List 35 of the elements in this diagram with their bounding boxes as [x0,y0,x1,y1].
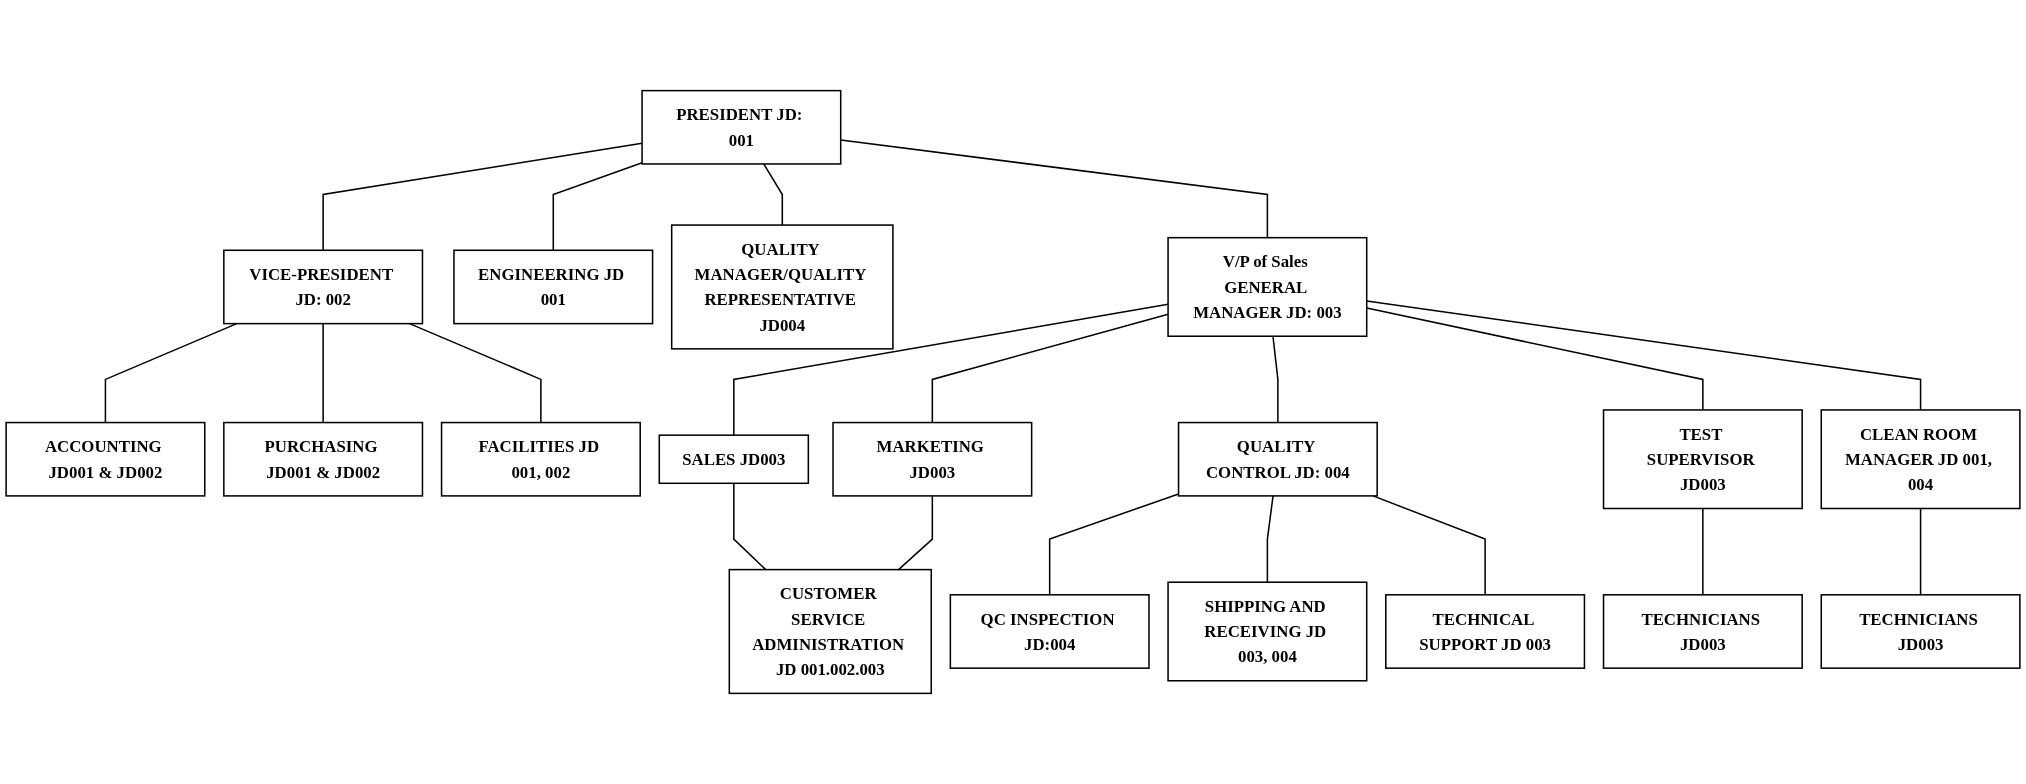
node-box: VICE-PRESIDENT JD: 002 [223,249,424,325]
node-box: ENGINEERING JD 001 [453,249,654,325]
connector [552,162,643,252]
node-box: SALES JD003 [658,434,810,485]
connector [762,163,784,226]
connector [1048,493,1180,596]
node-box: TECHNICIANS JD003 [1820,594,2021,669]
node-box: TEST SUPERVISOR JD003 [1602,409,1803,510]
node-box: ACCOUNTING JD001 & JD002 [5,421,206,497]
connector [322,322,324,424]
node-box: PRESIDENT JD: 001 [641,89,842,165]
node-box: TECHNICIANS JD003 [1602,594,1803,669]
node-box: MARKETING JD003 [832,421,1033,497]
node-box: CUSTOMER SERVICE ADMINISTRATION JD 001.002.003 [728,568,932,695]
connector [408,322,542,424]
connector [1272,335,1279,424]
connector [1266,495,1274,583]
node-box: QC INSPECTION JD:004 [949,594,1150,669]
node-box: QUALITY CONTROL JD: 004 [1177,421,1378,497]
connector [104,322,238,424]
node-box: PURCHASING JD001 & JD002 [223,421,424,497]
connector [733,482,767,571]
connector [1372,495,1486,596]
connector [1919,507,1922,596]
node-box: SHIPPING AND RECEIVING JD 003, 004 [1167,581,1368,682]
node-box: V/P of Sales GENERAL MANAGER JD: 003 [1167,236,1368,337]
node-box: TECHNICAL SUPPORT JD 003 [1385,594,1586,669]
node-box: CLEAN ROOM MANAGER JD 001, 004 [1820,409,2021,510]
connector [931,313,1169,424]
connector [1702,507,1704,596]
connector [897,495,934,571]
node-box: FACILITIES JD 001, 002 [440,421,641,497]
connector [733,303,1169,436]
node-box: QUALITY MANAGER/QUALITY REPRESENTATIVE JD004 [670,224,894,350]
connector [322,142,643,252]
